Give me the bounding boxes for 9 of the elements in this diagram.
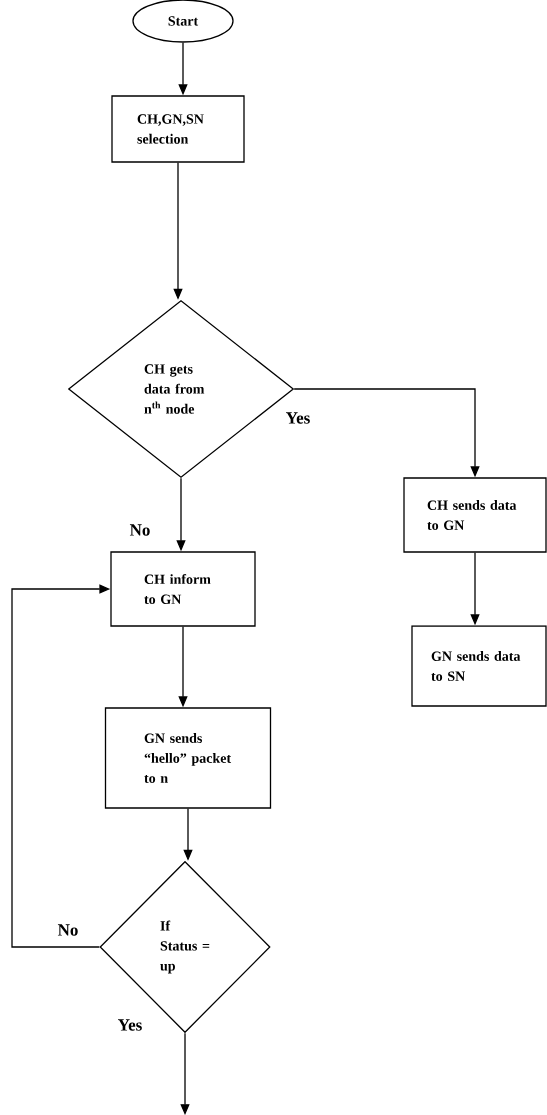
process-box: GN sends “hello” packet to n — [104, 707, 272, 809]
arrow — [180, 1032, 190, 1115]
edge-label: Yes — [116, 1018, 144, 1032]
edge-label: No — [56, 923, 80, 937]
process-box: CH sends data to GN — [403, 477, 547, 553]
process-box: CH,GN,SN selection — [111, 95, 245, 163]
process-box: CH inform to GN — [110, 551, 256, 627]
edge-label: No — [128, 523, 152, 537]
process-box: GN sends data to SN — [411, 625, 547, 707]
